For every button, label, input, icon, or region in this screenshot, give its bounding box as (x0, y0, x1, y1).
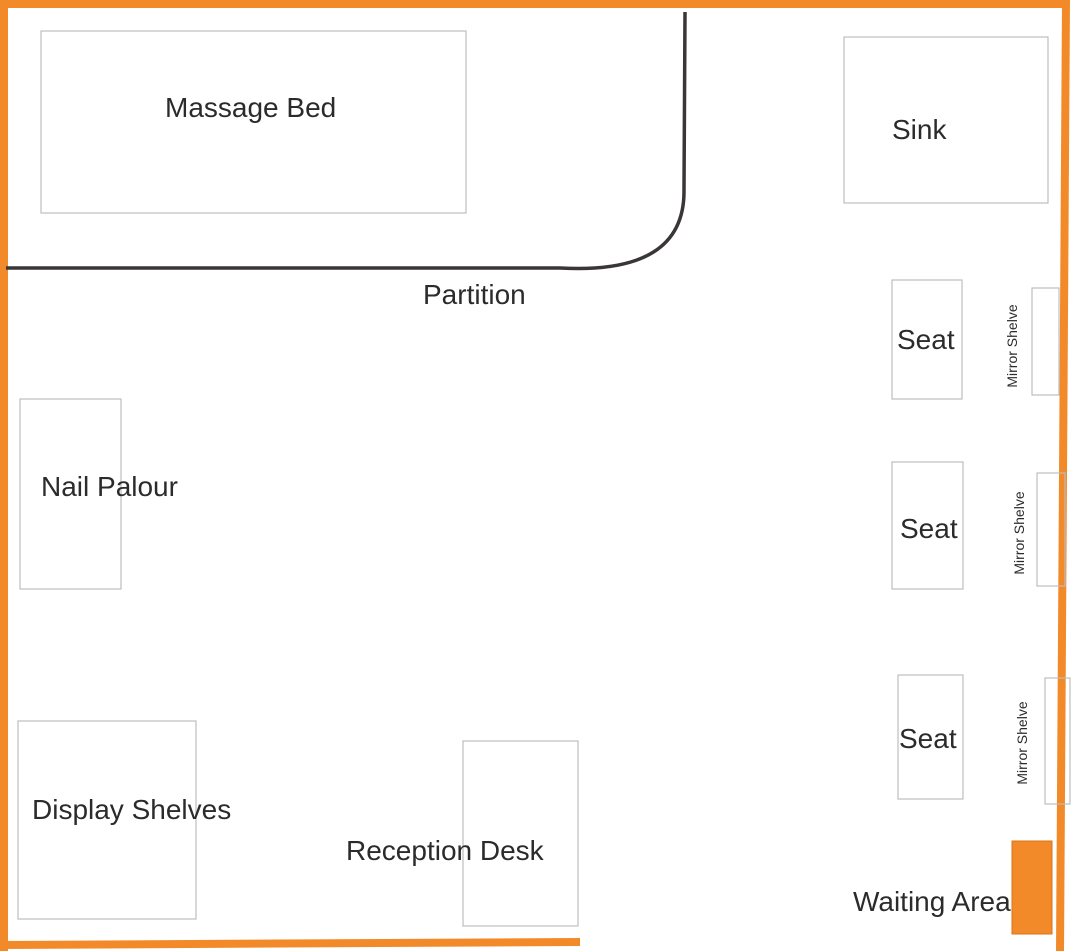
partition-label: Partition (423, 279, 526, 310)
nail-palour (19, 398, 122, 590)
waiting-area-block (1011, 840, 1053, 935)
seat-2 (891, 461, 964, 590)
reception-desk-label: Reception Desk (346, 835, 544, 866)
display-shelves (17, 720, 197, 920)
mirror-shelve-3 (1044, 677, 1071, 805)
seat-3-label: Seat (899, 723, 957, 754)
massage-bed-label: Massage Bed (165, 92, 337, 123)
seat-3 (897, 674, 964, 800)
reception-desk (462, 740, 579, 927)
mirror-shelve-2 (1036, 472, 1066, 587)
massage-bed (40, 30, 467, 214)
wall-bottom (0, 938, 581, 949)
nail-palour-label: Nail Palour (41, 471, 178, 502)
mirror-shelve-1-label: Mirror Shelve (1004, 304, 1020, 388)
mirror-shelve-3-label: Mirror Shelve (1014, 701, 1030, 785)
seat-1 (891, 279, 963, 400)
mirror-shelve-1 (1031, 287, 1060, 396)
sink-label: Sink (892, 114, 947, 145)
seat-2-label: Seat (900, 513, 958, 544)
display-shelves-label: Display Shelves (32, 794, 232, 825)
partition-line (6, 11, 687, 271)
seat-1-label: Seat (897, 324, 955, 355)
wall-right (1056, 0, 1070, 951)
mirror-shelve-2-label: Mirror Shelve (1011, 491, 1027, 575)
sink (843, 36, 1049, 204)
waiting-area-label: Waiting Area (853, 886, 1011, 917)
